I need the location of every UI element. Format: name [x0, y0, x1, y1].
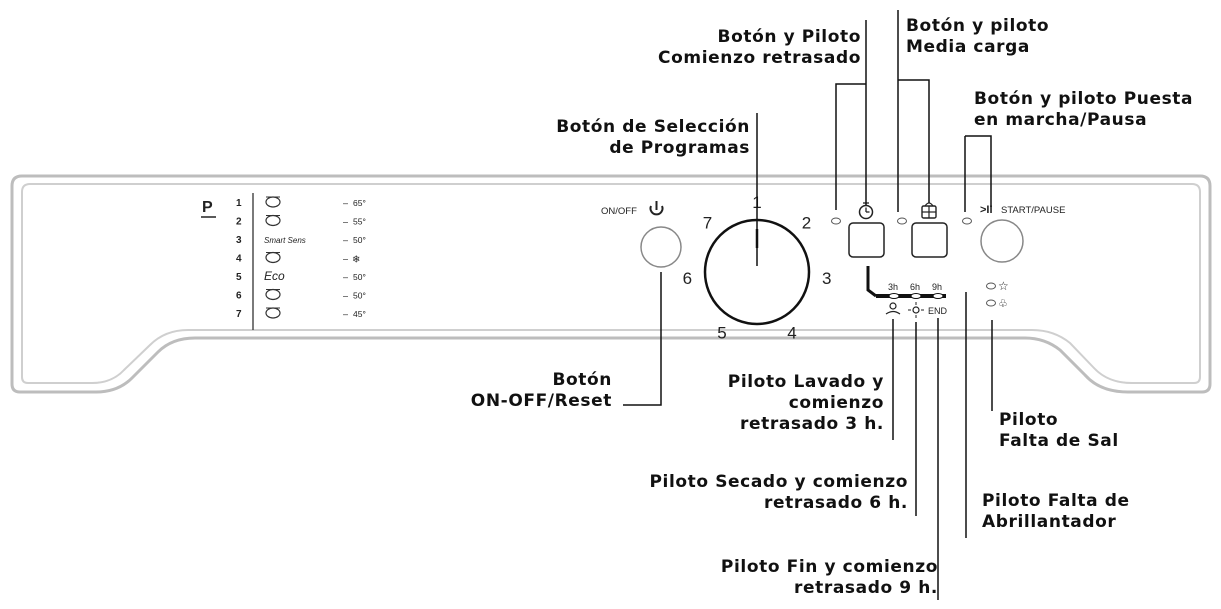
program-row: 2 –55°	[236, 214, 366, 228]
program-row: 7 –45°	[236, 307, 366, 320]
program-temp: 50°	[353, 272, 366, 282]
pot-icon	[265, 196, 281, 208]
half-load-led	[897, 217, 907, 225]
program-number: 4	[236, 254, 242, 265]
program-temp: 55°	[353, 217, 366, 227]
start-pause-label: START/PAUSE	[1001, 205, 1065, 216]
callout-wash-3h: Piloto Lavado y comienzo retrasado 3 h.	[727, 372, 884, 434]
start-pause-button[interactable]	[980, 219, 1024, 263]
program-temp: 50°	[353, 235, 366, 245]
program-temp-dash: –	[343, 235, 348, 245]
program-number: 5	[236, 272, 242, 283]
led-3h	[888, 293, 900, 299]
fast-cup-icon	[265, 288, 281, 301]
onoff-label: ON/OFF	[601, 206, 637, 217]
delay-led	[831, 217, 841, 225]
program-icon-label: Eco	[264, 269, 285, 283]
program-temp-dash: –	[343, 217, 348, 227]
program-number: 1	[236, 198, 242, 209]
program-temp: 45°	[353, 309, 366, 319]
callout-delayed-start: Botón y Piloto Comienzo retrasado	[658, 27, 861, 68]
power-icon	[649, 201, 664, 216]
led-6h	[910, 293, 922, 299]
rinse-aid-led	[986, 299, 996, 307]
dial-number: 6	[683, 269, 692, 288]
bowl-icon	[265, 251, 281, 264]
callout-rinse-aid: Piloto Falta de Abrillantador	[982, 491, 1130, 532]
start-icon: >II	[980, 204, 993, 216]
pot-icon	[265, 214, 281, 227]
dial-number: 7	[703, 214, 712, 233]
program-number: 6	[236, 291, 242, 302]
callout-onoff: Botón ON-OFF/Reset	[470, 370, 612, 411]
salt-icon: ☆	[998, 279, 1009, 293]
program-temp: 65°	[353, 198, 366, 208]
leader-onoff	[623, 272, 662, 406]
program-temp-dash: –	[343, 198, 348, 208]
leader-start-btn	[965, 135, 992, 207]
salt-led	[986, 282, 996, 290]
snowflake-icon: ❄	[352, 255, 360, 266]
delay-label-9h: 9h	[932, 282, 942, 292]
delay-leds	[876, 293, 946, 299]
program-icon-label: Smart Sens	[264, 236, 306, 245]
program-row: 4 –❄	[236, 251, 360, 266]
eco-leaf-icon: Eco	[264, 269, 285, 283]
delay-label-6h: 6h	[910, 282, 920, 292]
program-letter: P	[202, 199, 213, 216]
program-row: 1 –65°	[236, 196, 366, 209]
program-row: 3 Smart Sens –50°	[236, 235, 366, 246]
dial-number: 2	[802, 214, 811, 233]
callout-start-pause: Botón y piloto Puesta en marcha/Pausa	[974, 89, 1194, 130]
program-temp-dash: –	[343, 291, 348, 301]
half-load-icon	[921, 202, 937, 219]
end-label: END	[928, 306, 948, 316]
program-row: 5 Eco –50°	[236, 269, 366, 283]
half-load-button[interactable]	[911, 222, 948, 258]
panel-outline-outer	[10, 174, 1212, 394]
delay-label-3h: 3h	[888, 282, 898, 292]
program-temp-dash: –	[343, 309, 348, 319]
timer-icon	[858, 202, 874, 220]
dial-number: 3	[822, 269, 831, 288]
program-temp-dash: –	[343, 254, 348, 264]
program-temp-dash: –	[343, 272, 348, 282]
wash-icon	[885, 302, 901, 315]
callout-program-select: Botón de Selección de Programas	[556, 117, 750, 158]
leader-delayed-start-led	[835, 83, 866, 210]
program-row: 6 –50°	[236, 288, 366, 302]
callout-dry-6h: Piloto Secado y comienzo retrasado 6 h.	[649, 472, 908, 513]
callout-half-load: Botón y piloto Media carga	[906, 16, 1050, 57]
dry-sun-icon	[908, 302, 924, 318]
leader-half-load-btn	[898, 79, 930, 203]
callout-salt: Piloto Falta de Sal	[999, 410, 1119, 451]
glass-icon	[265, 307, 281, 319]
program-temp: 50°	[353, 291, 366, 301]
dial-number: 4	[787, 324, 796, 343]
panel-outline-inner	[21, 183, 1201, 384]
rinse-aid-icon: ♧	[998, 298, 1008, 310]
program-number: 3	[236, 235, 242, 246]
delay-button[interactable]	[848, 222, 885, 258]
smart-sensor-icon: Smart Sens	[264, 236, 306, 245]
dial-number: 5	[717, 324, 726, 343]
program-number: 2	[236, 217, 242, 228]
delay-bar-connector	[866, 266, 877, 298]
callout-end-9h: Piloto Fin y comienzo retrasado 9 h.	[720, 557, 938, 598]
start-led	[962, 217, 972, 225]
leader-lines	[623, 10, 993, 600]
led-9h	[932, 293, 944, 299]
onoff-button[interactable]	[640, 226, 682, 268]
program-number: 7	[236, 309, 242, 320]
